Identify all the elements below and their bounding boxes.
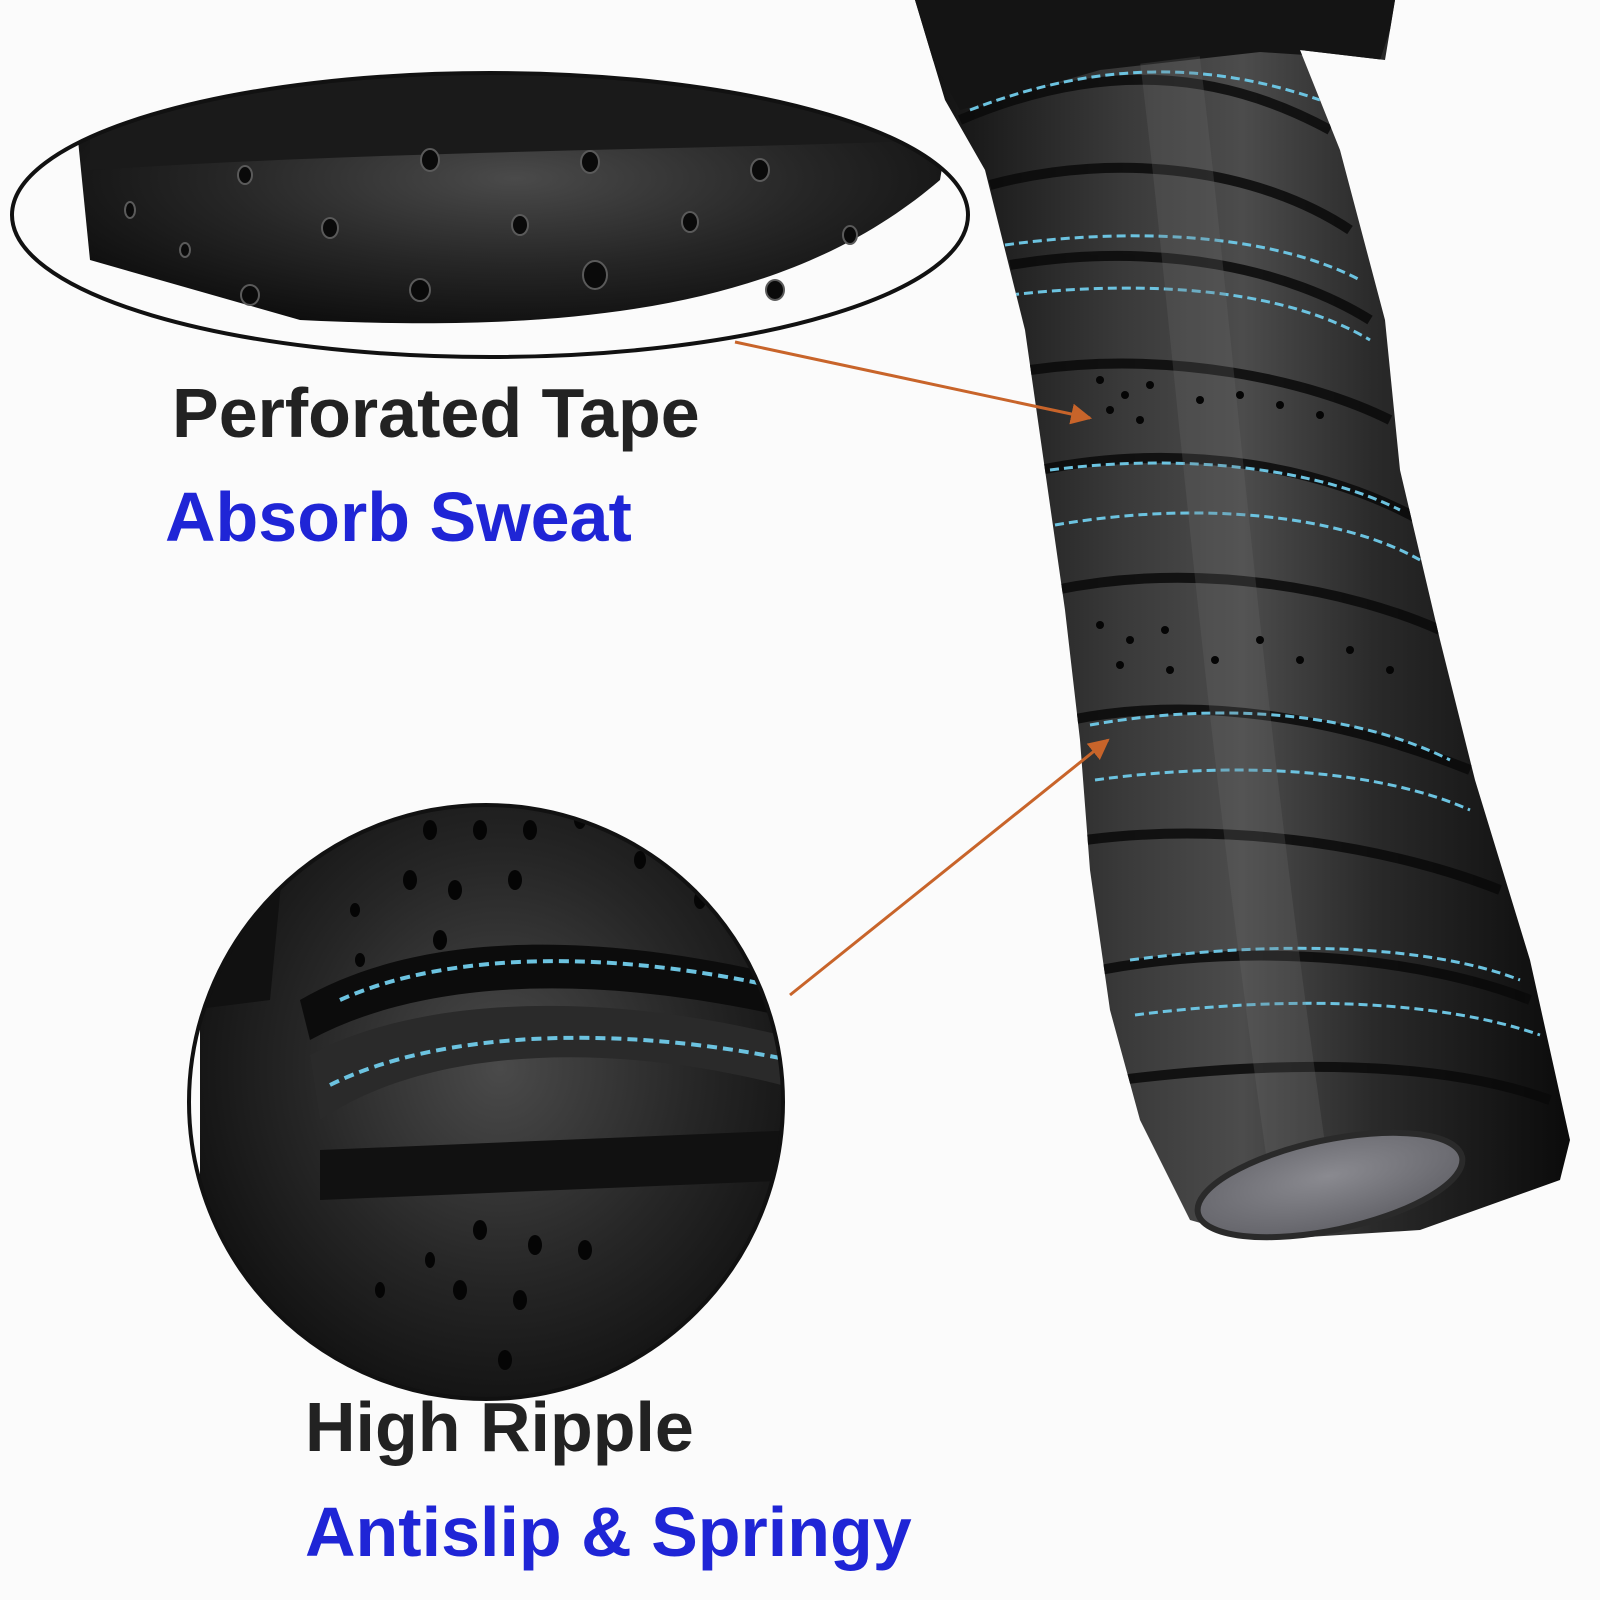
perforated-tape-subtitle: Absorb Sweat	[165, 478, 632, 556]
high-ripple-title: High Ripple	[305, 1388, 694, 1466]
pointer-arrow-perforated	[734, 340, 1093, 425]
high-ripple-subtitle: Antislip & Springy	[305, 1493, 912, 1571]
grip-handle	[915, 0, 1570, 1241]
pointer-arrow-ripple	[789, 738, 1110, 997]
ripple-zoom	[187, 803, 785, 1401]
perforated-tape-zoom	[10, 71, 970, 359]
end-cap	[1194, 1129, 1466, 1241]
perforated-tape-title: Perforated Tape	[172, 374, 700, 452]
